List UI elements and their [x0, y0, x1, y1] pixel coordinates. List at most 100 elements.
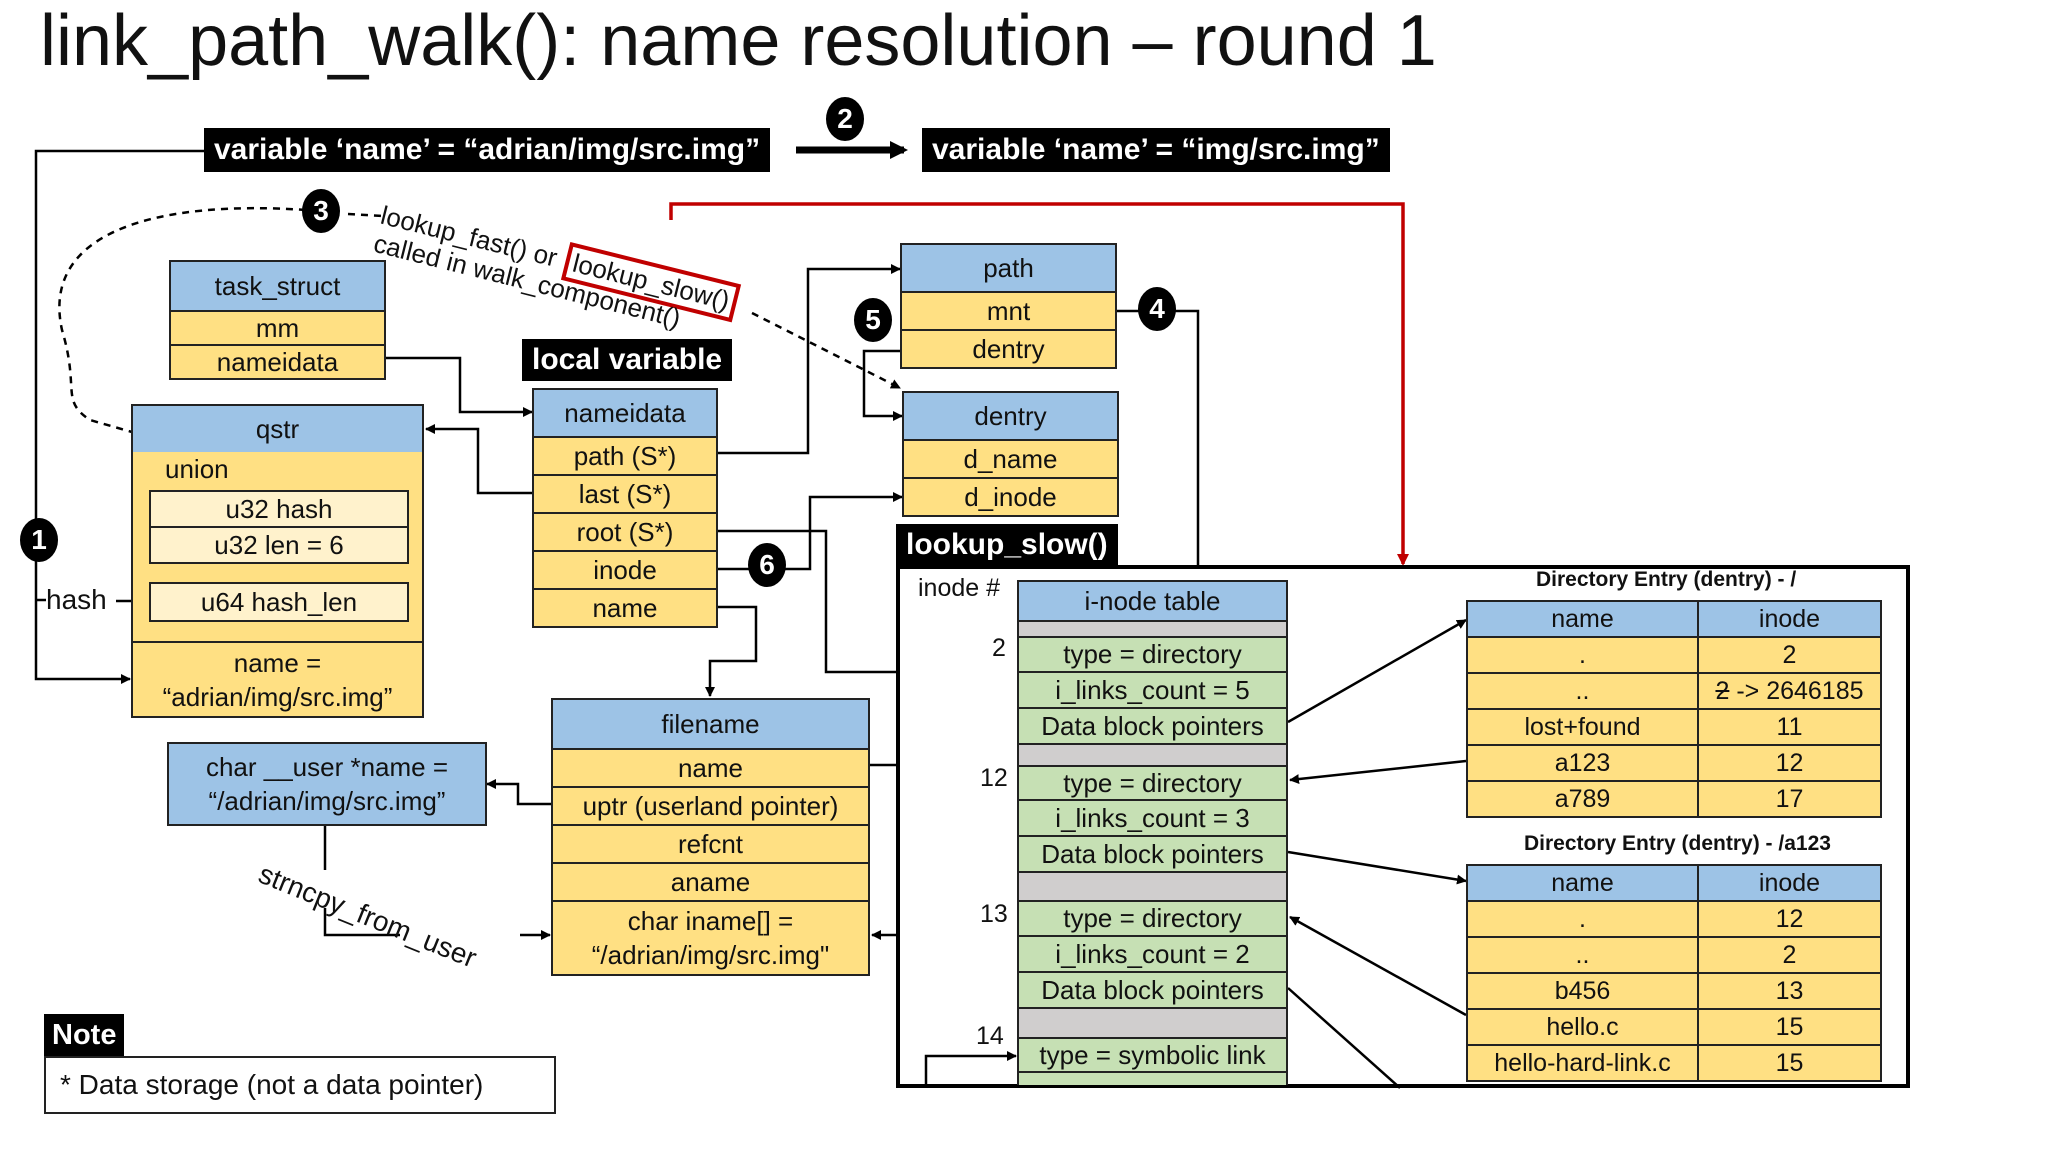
inode-12-type: type = directory: [1019, 765, 1286, 799]
iname-line2: “/adrian/img/src.img": [591, 940, 830, 970]
step-badge-3: 3: [302, 189, 340, 233]
inode-number-13: 13: [980, 900, 1008, 928]
cell-inode: 13: [1697, 972, 1882, 1010]
inode-14-type: type = symbolic link: [1019, 1037, 1286, 1071]
qstr-union-label: union: [165, 454, 229, 484]
new-inode: -> 2646185: [1729, 676, 1864, 705]
cell-name: a789: [1466, 780, 1699, 818]
nameidata-field-root: root (S*): [534, 512, 716, 550]
cell-inode: 12: [1697, 900, 1882, 938]
table-row: ..2: [1466, 936, 1882, 974]
user-name-line1: char __user *name =: [205, 752, 449, 782]
wire-root: [718, 529, 896, 674]
wire-5: [862, 349, 903, 421]
step-badge-4: 4: [1138, 287, 1176, 331]
lookup-slow-box: [896, 565, 1910, 1088]
step-badge-2: 2: [826, 97, 864, 141]
qstr-name-line1: name =: [233, 647, 322, 678]
field-suffix: (S*): [631, 440, 677, 471]
inode-number-2: 2: [992, 634, 1006, 662]
step-badge-5: 5: [854, 298, 892, 342]
user-name-line2: “/adrian/img/src.img”: [208, 786, 446, 816]
qstr-name-line2: “adrian/img/src.img”: [162, 681, 393, 712]
nameidata-field-name: name: [534, 588, 716, 626]
user-name-pointer-box: char __user *name = “/adrian/img/src.img…: [167, 742, 487, 826]
dentry-field-d-name: d_name: [904, 439, 1117, 477]
nameidata-field-inode: inode: [534, 550, 716, 588]
lookup-slow-label: lookup_slow(): [896, 524, 1118, 566]
column-header-inode: inode: [1697, 864, 1882, 902]
filename-field-refcnt: refcnt: [553, 824, 868, 862]
inode-14-next: [1019, 1071, 1286, 1085]
qstr-u32-len: u32 len = 6: [149, 526, 409, 564]
cell-name: .: [1466, 900, 1699, 938]
wire-inode14: [924, 1051, 1017, 1088]
wire-inode13-out: [1287, 987, 1401, 1089]
cell-inode: 15: [1697, 1044, 1882, 1082]
filename-field-iname: char iname[] = “/adrian/img/src.img": [553, 900, 868, 974]
wire-inode2-to-root: [1287, 618, 1467, 724]
wire-inode12-to-a123: [1287, 850, 1467, 885]
filename-header: filename: [553, 700, 868, 748]
cell-name: lost+found: [1466, 708, 1699, 746]
inode-2-links: i_links_count = 5: [1019, 671, 1286, 707]
table-row: .2: [1466, 636, 1882, 674]
task-struct-nameidata: nameidata: [171, 344, 384, 378]
cell-inode: 17: [1697, 780, 1882, 818]
wire-3-dash: [347, 212, 385, 218]
filename-field-aname: aname: [553, 862, 868, 900]
qstr-u64-hash-len: u64 hash_len: [149, 582, 409, 622]
qstr-struct: qstr union u32 hash u32 len = 6 u64 hash…: [131, 404, 424, 718]
iname-line1: char iname[] =: [627, 906, 794, 936]
wire-b456-to-inode13: [1289, 915, 1467, 1017]
note-label: Note: [44, 1014, 125, 1056]
nameidata-header: nameidata: [534, 390, 716, 436]
wire-last-to-qstr: [425, 424, 534, 495]
wire-a123-to-inode12: [1289, 759, 1467, 785]
cell-inode: 12: [1697, 744, 1882, 782]
dentry-root-title: Directory Entry (dentry) - /: [1536, 568, 1797, 591]
cell-name: .: [1466, 636, 1699, 674]
inode-separator: [1019, 620, 1286, 636]
nameidata-field-last: last (S*): [534, 474, 716, 512]
qstr-name-field: name = “adrian/img/src.img”: [133, 641, 422, 716]
wire-uptr: [486, 779, 552, 806]
note-text: * Data storage (not a data pointer): [44, 1056, 556, 1114]
dentry-field-d-inode: d_inode: [904, 477, 1117, 515]
field-suffix: (S*): [626, 478, 672, 509]
inode-separator: [1019, 871, 1286, 900]
column-header-inode: inode: [1697, 600, 1882, 638]
wire-6: [718, 492, 903, 571]
cell-name: ..: [1466, 672, 1699, 710]
wire-name-to-filename: [705, 605, 758, 697]
inode-13-type: type = directory: [1019, 900, 1286, 935]
filename-field-uptr: uptr (userland pointer): [553, 786, 868, 824]
inode-number-label: inode #: [918, 574, 1001, 602]
inode-table: i-node table type = directory i_links_co…: [1017, 580, 1288, 1085]
wire-name-to-qstr: [34, 149, 205, 684]
table-header-row: name inode: [1466, 864, 1882, 902]
dentry-a123-title: Directory Entry (dentry) - /a123: [1524, 832, 1831, 855]
field-name: path: [573, 440, 625, 471]
wire-3-loop: [58, 206, 307, 434]
table-row: .12: [1466, 900, 1882, 938]
inode-13-links: i_links_count = 2: [1019, 935, 1286, 971]
qstr-u32-hash: u32 hash: [149, 490, 409, 528]
field-name: last: [578, 478, 620, 509]
column-header-name: name: [1466, 864, 1699, 902]
nameidata-field-path: path (S*): [534, 436, 716, 474]
inode-2-type: type = directory: [1019, 636, 1286, 671]
wire-4: [1117, 309, 1200, 565]
path-field-mnt: mnt: [902, 291, 1115, 329]
inode-12-links: i_links_count = 3: [1019, 799, 1286, 835]
task-struct: task_struct mm nameidata: [169, 260, 386, 380]
wire-strncpy-bot: [323, 908, 400, 937]
step-badge-6: 6: [748, 543, 786, 587]
column-header-name: name: [1466, 600, 1699, 638]
